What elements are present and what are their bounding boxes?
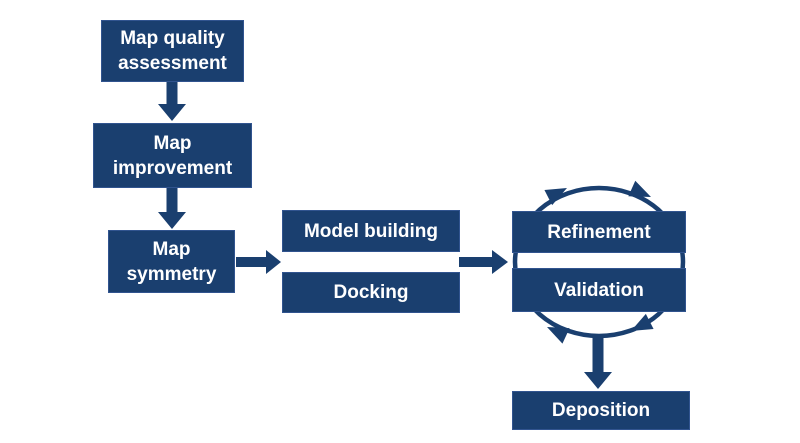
cycle-arrowhead-bottom-left-icon (547, 327, 570, 344)
node-docking: Docking (282, 272, 460, 313)
node-validation: Validation (512, 268, 686, 312)
arrow-model-building-to-refinement (459, 250, 508, 274)
node-map-symmetry: Map symmetry (108, 230, 235, 293)
arrow-map-quality-to-map-improvement (158, 82, 186, 121)
node-deposition: Deposition (512, 391, 690, 430)
node-refinement: Refinement (512, 211, 686, 253)
node-map-improvement: Map improvement (93, 123, 252, 188)
arrow-map-symmetry-to-model-building (236, 250, 281, 274)
cycle-arrowhead-bottom-right-icon (631, 313, 654, 331)
cycle-arrowhead-top-right-icon (628, 180, 651, 197)
arrow-map-improvement-to-map-symmetry (158, 188, 186, 229)
arrow-cycle-to-deposition (584, 337, 612, 389)
refinement-validation-cycle-arrow (512, 185, 686, 339)
cycle-arrowhead-top-left-icon (544, 188, 567, 206)
node-map-quality-assessment: Map quality assessment (101, 20, 244, 82)
node-model-building: Model building (282, 210, 460, 252)
